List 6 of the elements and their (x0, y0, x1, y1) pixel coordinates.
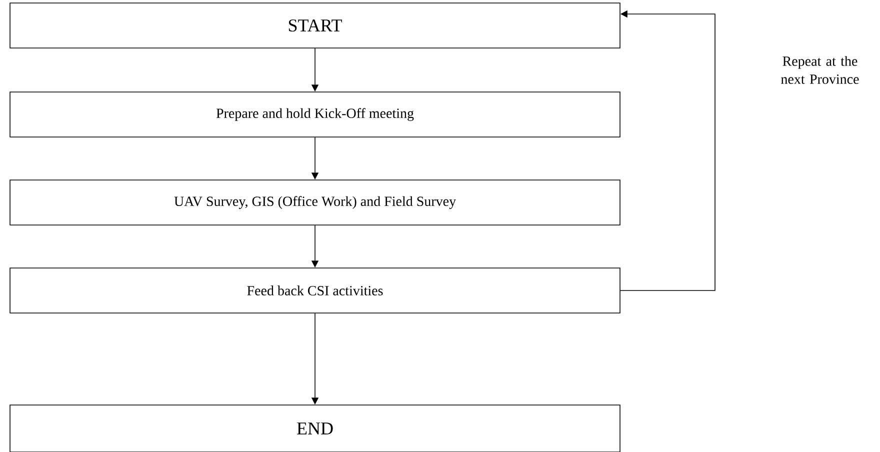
process-box: UAV Survey, GIS (Office Work) and Field Survey (10, 180, 620, 226)
edge-label: Repeat at the next Province (781, 56, 859, 84)
process-box: START (10, 2, 620, 48)
process-box: Feed back CSI activities (10, 268, 620, 314)
process-box: Prepare and hold Kick-Off meeting (10, 92, 620, 138)
process-box: END (10, 404, 620, 452)
